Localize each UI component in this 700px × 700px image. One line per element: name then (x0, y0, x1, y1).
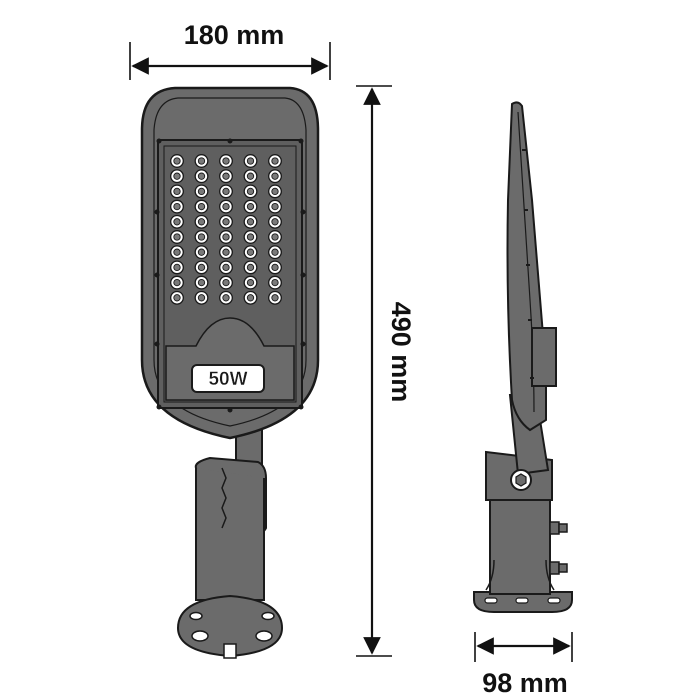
led-chip (170, 245, 184, 260)
width-label: 180 mm (184, 20, 285, 50)
led-chip (170, 154, 184, 168)
led-chip (194, 154, 209, 168)
led-chip (268, 184, 282, 199)
dimension-width: 180 mm (129, 20, 331, 80)
led-chip (243, 199, 258, 214)
led-chip (219, 290, 233, 305)
led-chip (219, 230, 233, 244)
height-label: 490 mm (386, 302, 416, 403)
led-chip (194, 169, 209, 184)
led-chip (243, 230, 258, 244)
front-view: 50W (140, 86, 320, 659)
led-chip (219, 184, 233, 199)
depth-label: 98 mm (482, 668, 568, 698)
led-chip (268, 214, 282, 229)
led-chip (170, 214, 184, 229)
led-chip (219, 245, 233, 260)
led-chip (219, 154, 233, 168)
dimension-depth: 98 mm (474, 632, 573, 698)
led-chip (268, 245, 282, 260)
led-chip (219, 169, 233, 184)
led-chip (194, 184, 209, 199)
led-chip (170, 184, 184, 199)
led-chip (268, 199, 282, 214)
led-chip (268, 154, 282, 168)
led-chip (194, 290, 209, 305)
led-chip (194, 230, 209, 244)
led-chip (170, 290, 184, 305)
led-chip (268, 169, 282, 184)
led-chip (268, 230, 282, 244)
led-chip (268, 275, 282, 290)
side-view (473, 101, 573, 613)
led-chip (243, 214, 258, 229)
led-grid (170, 154, 282, 305)
led-chip (194, 245, 209, 260)
led-chip (219, 214, 233, 229)
led-chip (268, 260, 282, 275)
led-chip (194, 214, 209, 229)
panel-screws (154, 138, 306, 413)
led-chip (219, 199, 233, 214)
led-chip (243, 154, 258, 168)
power-label: 50W (208, 369, 247, 390)
mount-bracket (176, 414, 284, 659)
led-chip (243, 290, 258, 305)
led-chip (170, 275, 184, 290)
led-chip (219, 275, 233, 290)
led-chip (219, 260, 233, 275)
led-chip (170, 230, 184, 244)
led-chip (243, 275, 258, 290)
led-chip (194, 275, 209, 290)
led-chip (170, 199, 184, 214)
led-chip (268, 290, 282, 305)
power-label-badge (191, 364, 265, 393)
led-chip (170, 169, 184, 184)
led-chip (243, 184, 258, 199)
dimension-height: 490 mm (356, 85, 416, 657)
led-chip (170, 260, 184, 275)
led-chip (243, 169, 258, 184)
led-chip (194, 260, 209, 275)
led-chip (243, 245, 258, 260)
led-chip (194, 199, 209, 214)
led-chip (243, 260, 258, 275)
